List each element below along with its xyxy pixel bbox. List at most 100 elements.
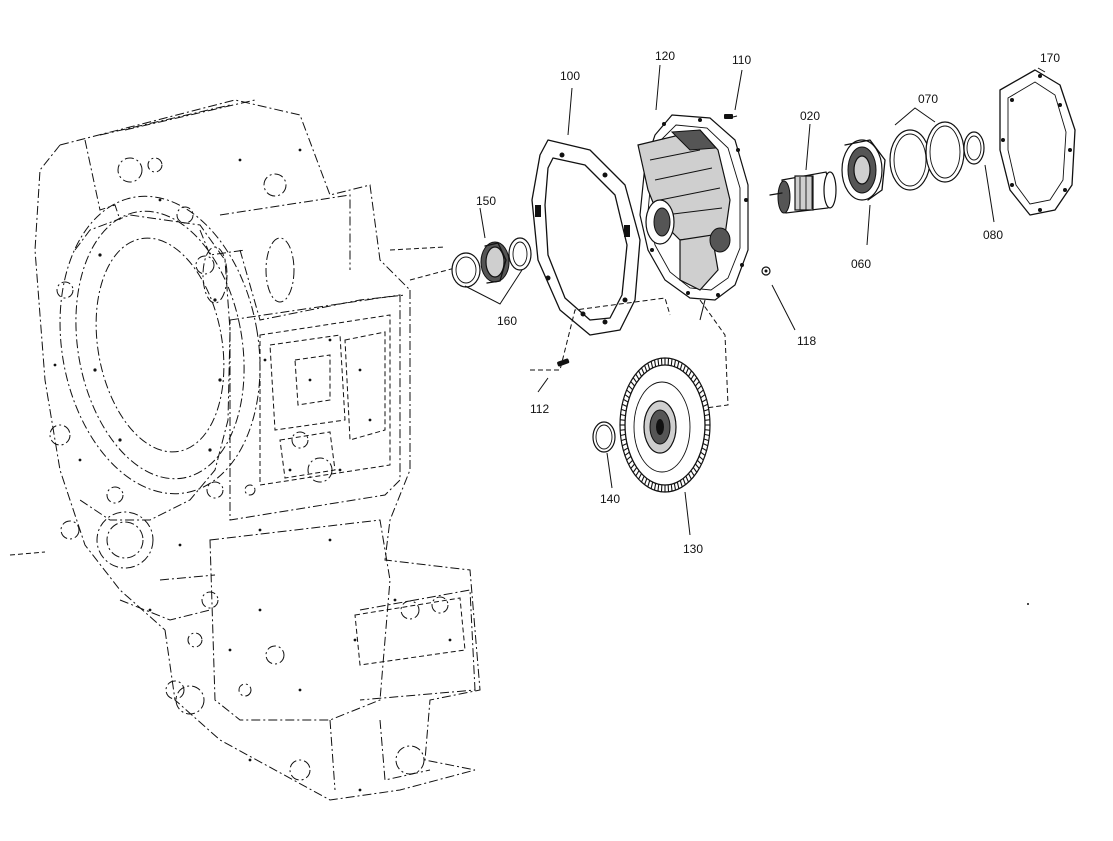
callout-070: 070 <box>918 92 938 106</box>
gear-tooth <box>647 480 651 488</box>
shim-070-a <box>889 129 931 191</box>
gear-tooth <box>673 359 677 367</box>
gear-tooth <box>703 408 709 412</box>
gear-tooth <box>679 362 683 370</box>
gear-tooth <box>682 478 686 485</box>
gear-tooth <box>650 481 654 489</box>
ring-080 <box>963 131 985 165</box>
callout-080: 080 <box>983 228 1003 242</box>
gear-tooth <box>657 484 660 492</box>
callout-120: 120 <box>655 49 675 63</box>
gasket-170 <box>999 69 1076 216</box>
gear-tooth <box>694 463 700 469</box>
gear-tooth <box>623 447 629 452</box>
gear-tooth <box>698 389 704 395</box>
gear-tooth <box>702 443 709 447</box>
gear-tooth <box>676 481 680 489</box>
gear-tooth <box>626 389 632 395</box>
gear-tooth <box>621 408 627 412</box>
callout-060: 060 <box>851 257 871 271</box>
cover-120 <box>637 114 749 301</box>
gear-tooth <box>702 403 709 407</box>
gear-130 <box>619 357 711 493</box>
gear-tooth <box>692 467 698 473</box>
shim-070-b <box>925 121 965 183</box>
plug-118 <box>761 266 771 276</box>
gear-tooth <box>657 358 660 366</box>
gear-tooth <box>624 451 630 456</box>
callout-112: 112 <box>530 402 549 416</box>
gear-tooth <box>640 475 645 483</box>
seal-160-left <box>451 252 481 288</box>
gear-tooth <box>685 367 690 375</box>
seal-160-right <box>508 237 532 271</box>
gear-tooth <box>682 365 686 372</box>
callout-100: 100 <box>560 69 580 83</box>
callout-110: 110 <box>732 53 751 67</box>
gear-tooth <box>690 470 695 477</box>
callout-150: 150 <box>476 194 496 208</box>
gear-tooth <box>653 483 657 491</box>
gear-tooth <box>644 365 648 372</box>
gear-tooth <box>696 385 702 391</box>
callout-118: 118 <box>797 334 816 348</box>
gear-tooth <box>635 373 640 380</box>
screw-110 <box>724 114 738 119</box>
gear-tooth <box>700 394 706 399</box>
gear-tooth <box>620 419 626 421</box>
gear-tooth <box>670 358 673 366</box>
gasket-100 <box>531 139 641 336</box>
callout-160: 160 <box>497 314 517 328</box>
leader-lines <box>464 64 1046 536</box>
gear-tooth <box>623 398 629 403</box>
transmission-housing <box>9 99 481 801</box>
gear-tooth <box>630 381 636 387</box>
gear-tooth <box>626 455 632 461</box>
bearing-060 <box>841 139 886 201</box>
axis-line-gear <box>530 297 671 371</box>
callout-130: 130 <box>683 542 703 556</box>
gear-tooth <box>701 447 707 452</box>
gear-tooth <box>621 443 628 447</box>
gear-tooth <box>621 438 627 442</box>
gear-tooth <box>650 361 654 369</box>
gear-tooth <box>635 470 640 477</box>
gear-tooth <box>620 429 626 431</box>
gear-tooth <box>628 459 634 465</box>
gear-tooth <box>621 403 628 407</box>
gear-tooth <box>632 377 638 383</box>
gear-tooth <box>685 475 690 483</box>
gear-tooth <box>704 413 710 417</box>
gear-tooth <box>704 419 710 421</box>
gear-tooth <box>647 362 651 370</box>
gear-tooth <box>673 483 677 491</box>
callout-020: 020 <box>800 109 820 123</box>
gear-tooth <box>692 377 698 383</box>
gear-tooth <box>620 433 626 437</box>
bearing-150 <box>480 241 510 284</box>
screw-112 <box>557 358 570 367</box>
gear-tooth <box>640 367 645 375</box>
shaft-020 <box>769 171 837 214</box>
gear-tooth <box>704 433 710 437</box>
gear-tooth <box>700 451 706 456</box>
gear-tooth <box>630 463 636 469</box>
gear-tooth <box>632 467 638 473</box>
gear-tooth <box>653 359 657 367</box>
gear-tooth <box>676 361 680 369</box>
gear-tooth <box>688 473 692 480</box>
gear-tooth <box>688 370 692 377</box>
gear-tooth <box>698 455 704 461</box>
gear-tooth <box>701 398 707 403</box>
gear-tooth <box>638 473 642 480</box>
gear-tooth <box>703 438 709 442</box>
gear-tooth <box>638 370 642 377</box>
gear-tooth <box>679 480 683 488</box>
speck <box>1027 603 1029 605</box>
gear-tooth <box>624 394 630 399</box>
gear-tooth <box>694 381 700 387</box>
ring-140 <box>592 421 616 453</box>
callout-140: 140 <box>600 492 620 506</box>
gear-tooth <box>670 484 673 492</box>
